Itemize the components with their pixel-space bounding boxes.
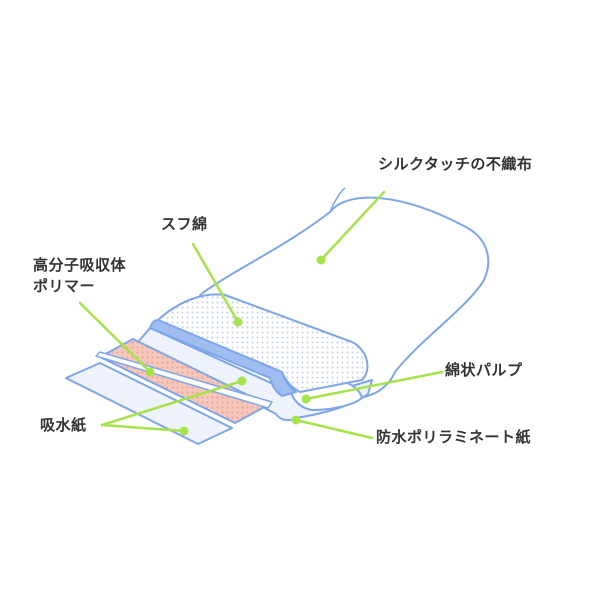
cover-edge-line [329, 187, 346, 213]
dot-laminate [291, 415, 301, 425]
label-polymer-line2: ポリマー [33, 277, 96, 295]
dot-paper-top [237, 376, 247, 386]
dot-paper-bottom [179, 426, 189, 436]
rayon-cotton-mesh-layer [157, 293, 369, 393]
leader-polymer [78, 301, 152, 374]
dot-silk [316, 255, 326, 265]
leader-dots [145, 255, 326, 436]
leader-silk [319, 190, 386, 262]
label-absorbent-paper: 吸水紙 [40, 416, 87, 434]
leader-sufu [191, 242, 240, 324]
label-polymer-line1: 高分子吸収体 [33, 256, 127, 274]
leader-lines [78, 190, 444, 440]
bottom-absorbent-paper-sheet [65, 362, 233, 445]
dot-polymer [145, 367, 155, 377]
leader-laminate [294, 418, 374, 440]
leader-pulp [304, 370, 444, 401]
dot-sufu [233, 317, 243, 327]
leader-paper-top [100, 379, 244, 427]
leader-paper-bottom [100, 423, 186, 433]
dot-pulp [301, 394, 311, 404]
label-silk-touch-nonwoven: シルクタッチの不織布 [378, 155, 533, 173]
laminate-fold-band [149, 319, 297, 397]
label-cotton-pulp: 綿状パルプ [445, 361, 523, 379]
label-waterproof-laminate: 防水ポリラミネート紙 [376, 428, 532, 446]
label-rayon-cotton: スフ綿 [161, 215, 208, 233]
